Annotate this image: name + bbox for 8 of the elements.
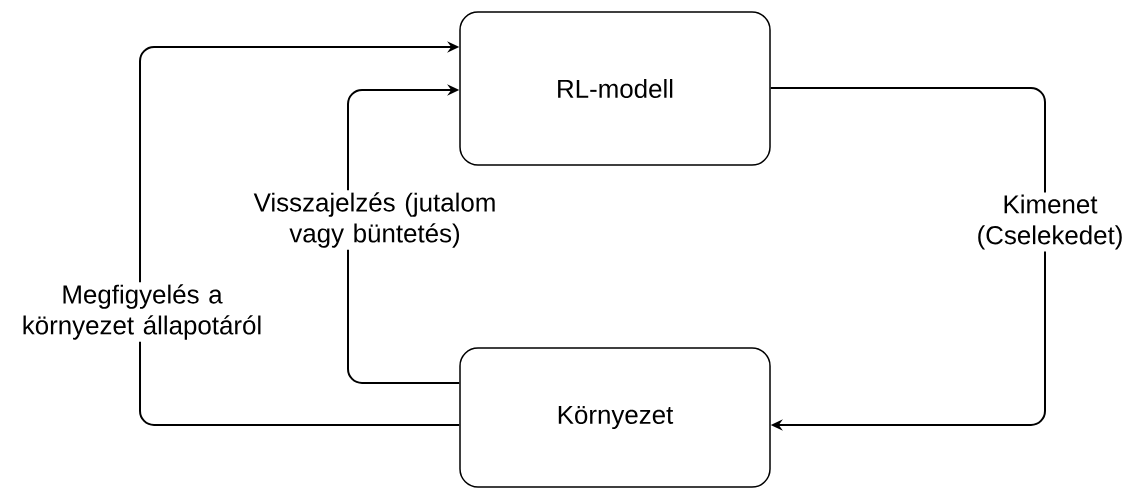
process-box: RL-modell	[459, 11, 771, 166]
arrow	[139, 41, 461, 426]
arrow	[769, 87, 1046, 431]
process-box: Környezet	[459, 347, 771, 488]
edge-label: Megfigyelés a környezet állapotáról	[5, 282, 279, 342]
edge-label: Visszajelzés (jutalom vagy büntetés)	[250, 190, 500, 250]
edge-label: Kimenet (Cselekedet)	[965, 192, 1135, 252]
arrow	[347, 84, 461, 384]
